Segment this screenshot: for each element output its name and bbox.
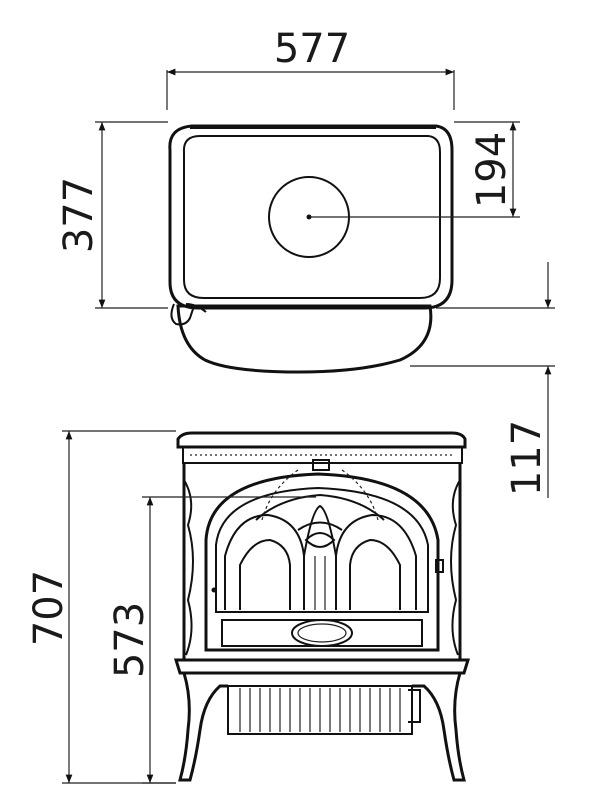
flue-offset-dimension: 194 [311,121,520,218]
width-label: 577 [274,26,350,72]
grille-bars [239,688,401,732]
air-control-knob [291,619,353,647]
depth-dimension: 377 [56,121,168,309]
overall-height-label: 707 [26,570,72,646]
front-projection-dimension: 117 [410,262,555,498]
stove-top-view [168,124,454,374]
depth-label: 377 [56,177,102,253]
stove-front-view [173,431,471,782]
width-dimension: 577 [166,26,455,110]
flue-offset-label: 194 [469,132,515,208]
front-projection-label: 117 [504,420,550,496]
outlet-height-label: 573 [107,602,153,678]
outlet-height-dimension: 573 [107,496,316,784]
overall-height-dimension: 707 [26,430,176,784]
